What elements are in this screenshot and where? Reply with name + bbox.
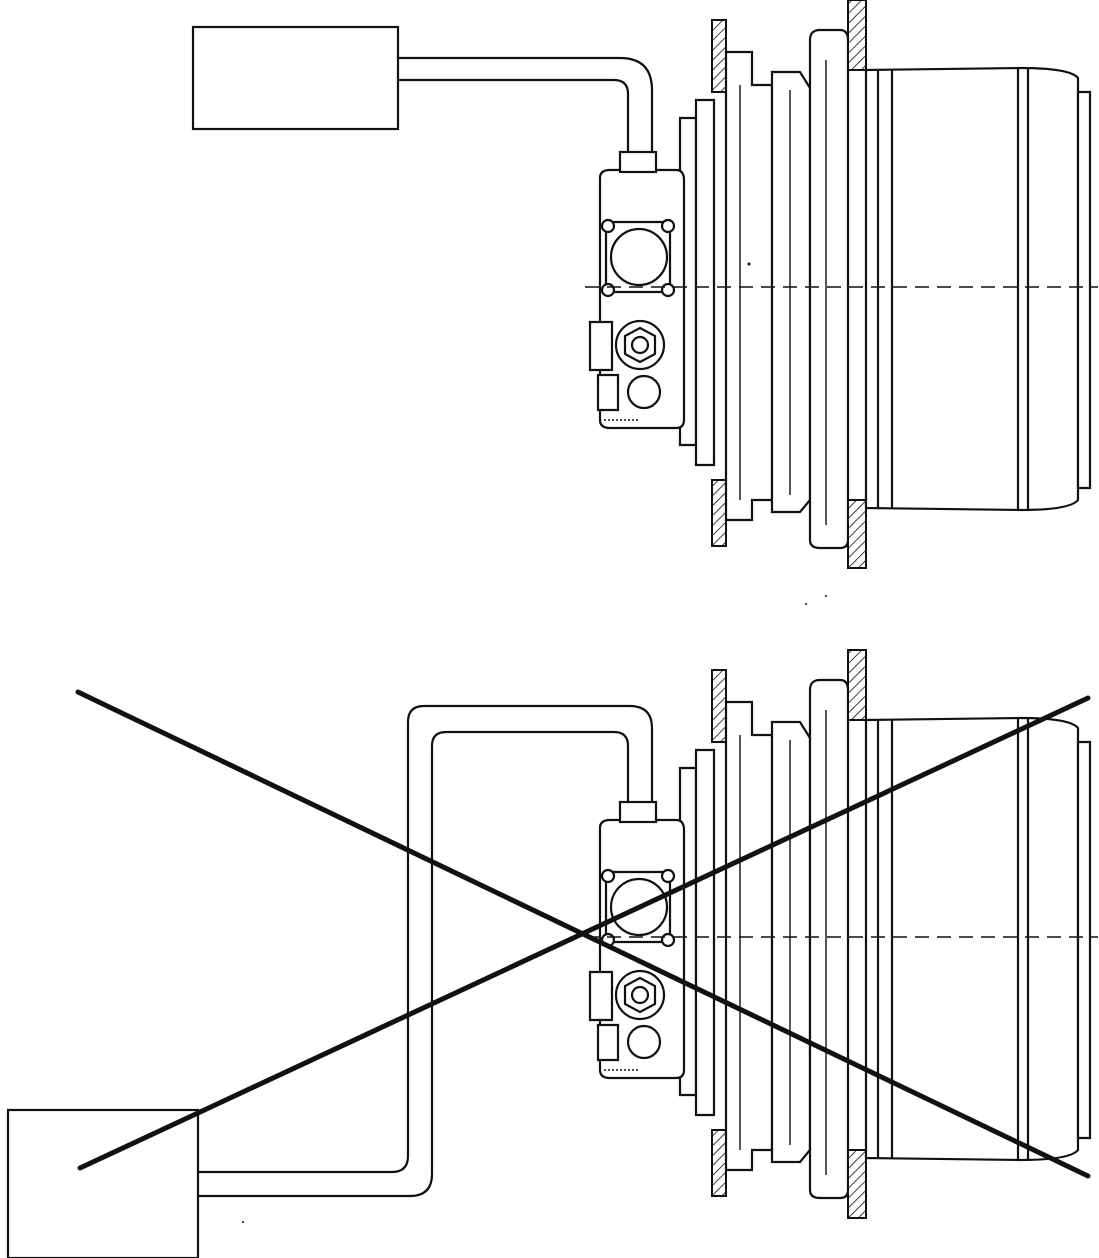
speck (805, 603, 807, 605)
travel-motor-bottom (583, 648, 1099, 1220)
drain-hose-top (398, 56, 654, 152)
speck (242, 1221, 244, 1223)
tank-box-top (191, 25, 400, 131)
top-panel (191, 0, 1099, 570)
travel-motor-top (583, 0, 1099, 570)
drain-hose-bottom (198, 704, 654, 1198)
speck (747, 262, 751, 266)
cross-out-mark (75, 689, 1091, 1179)
tank-box-bottom (6, 1108, 200, 1258)
bottom-panel (6, 648, 1099, 1258)
speck (825, 595, 827, 597)
